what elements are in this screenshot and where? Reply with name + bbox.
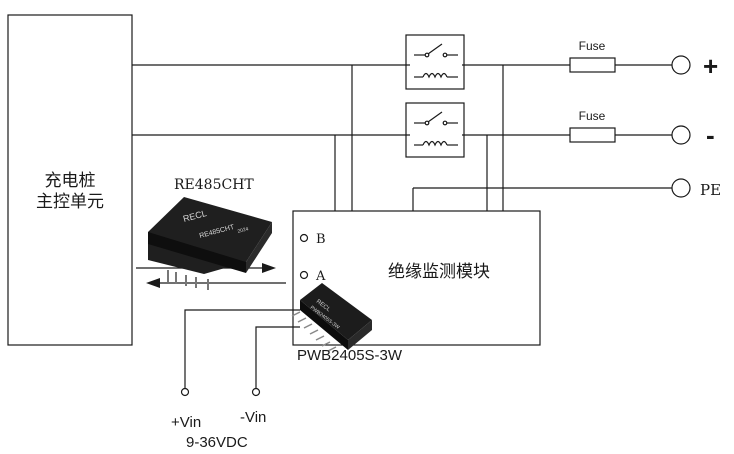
comm-arrow-right-head: [262, 263, 276, 273]
negative-terminal: [671, 125, 691, 145]
charger-label-line1: 充电桩: [45, 171, 96, 191]
fuse-bottom-label: Fuse: [579, 109, 606, 123]
port-a-label: A: [315, 269, 326, 284]
vin-minus-label: -Vin: [240, 409, 266, 426]
charger-label-line2: 主控单元: [36, 192, 104, 212]
fuse-top-label: Fuse: [579, 39, 606, 53]
minus-terminal-label: -: [706, 120, 715, 150]
port-b-circle: [299, 233, 309, 243]
charger-control-unit-box: [7, 14, 133, 346]
fuse-top: [569, 57, 616, 73]
port-a-circle: [299, 270, 309, 280]
vin-minus-terminal: [251, 387, 261, 397]
rs485-label: RE485CHT: [174, 177, 254, 193]
vin-plus-terminal: [180, 387, 190, 397]
relay-top-box: [405, 34, 465, 90]
insulation-monitor-box: [292, 210, 541, 346]
vin-plus-label: +Vin: [171, 414, 201, 431]
rs485-chip: RECL RE485CHT 2024: [148, 197, 272, 290]
monitor-label: 绝缘监测模块: [388, 262, 490, 282]
vin-plus-line: [184, 309, 300, 388]
pe-terminal: [671, 178, 691, 198]
fuse-bottom: [569, 127, 616, 143]
relay-bottom-switch: [427, 111, 443, 123]
pe-terminal-label: PE: [700, 181, 721, 199]
port-b-label: B: [316, 232, 326, 247]
supply-range-label: 9-36VDC: [186, 434, 248, 451]
power-module-chip: RECL PWB2405S-3W: [291, 283, 372, 352]
relay-top-coil: [422, 72, 448, 79]
relay-bottom-box: [405, 102, 465, 158]
relay-top-switch: [427, 43, 443, 55]
positive-terminal: [671, 55, 691, 75]
power-module-label: PWB2405S-3W: [297, 347, 403, 364]
plus-terminal-label: +: [703, 51, 718, 81]
comm-arrow-left-head: [146, 278, 160, 288]
vin-minus-line: [255, 326, 300, 388]
svg-text:2024: 2024: [237, 226, 250, 235]
relay-bottom-coil: [422, 140, 448, 147]
